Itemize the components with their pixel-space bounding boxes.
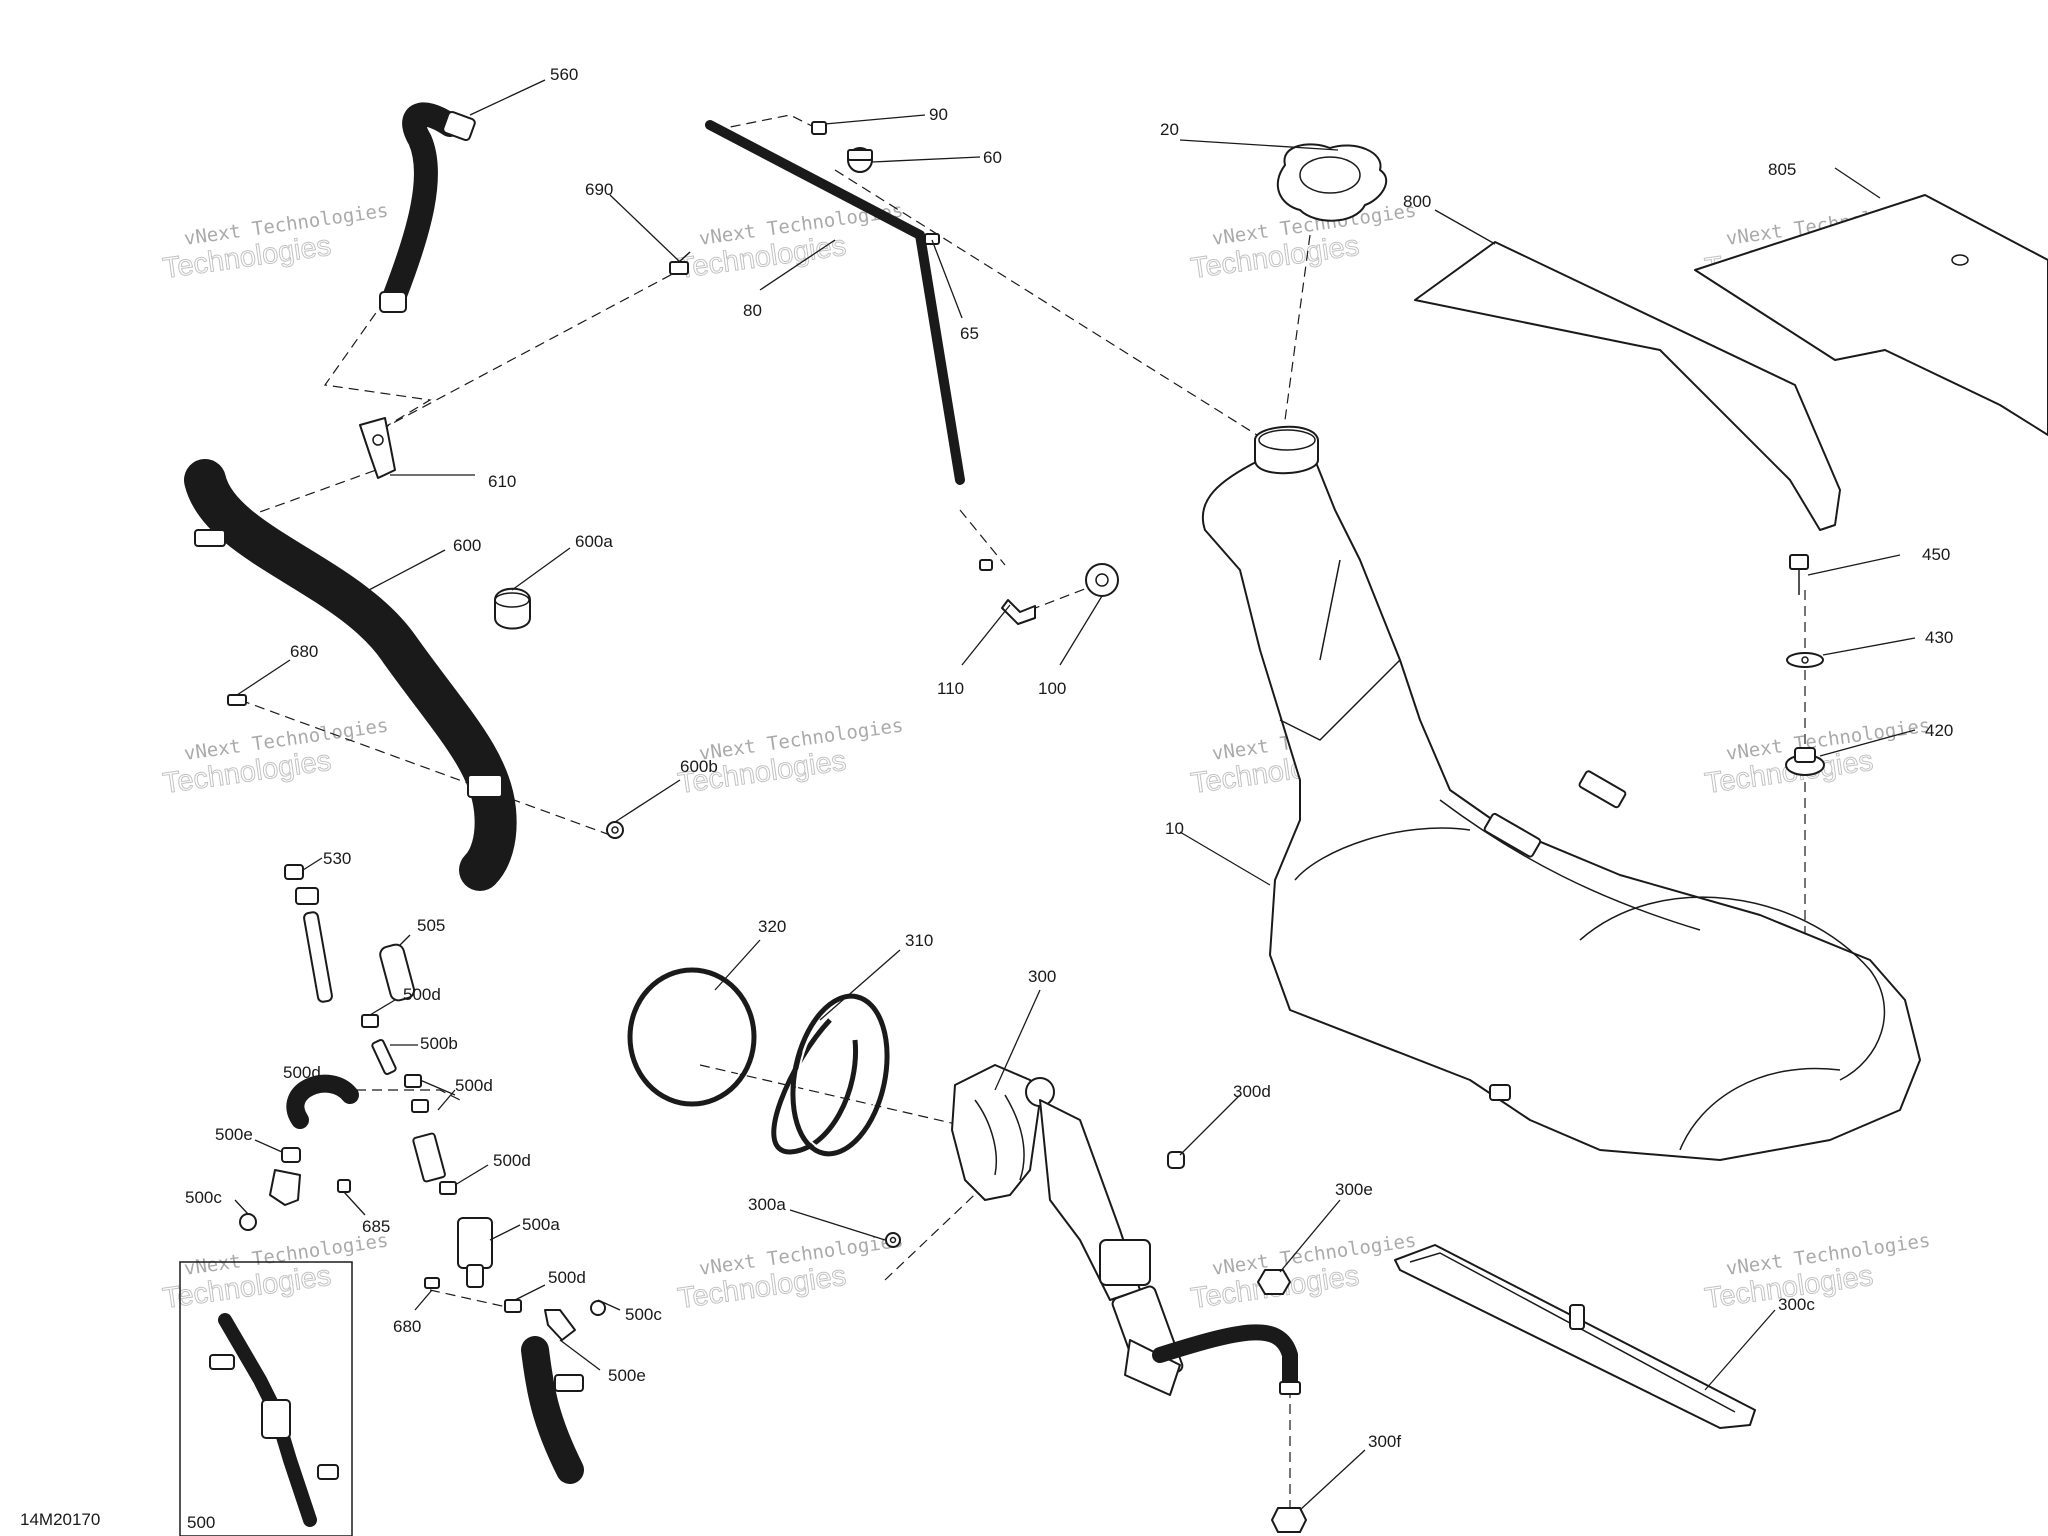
callout-500e-1: 500e (215, 1125, 253, 1144)
callout-500d-4: 500d (283, 1063, 321, 1082)
callout-300: 300 (1028, 967, 1056, 986)
inset-box-500 (179, 1261, 353, 1536)
ring-320 (627, 967, 757, 1107)
watermark: Technologies vNext Technologies (160, 200, 389, 286)
clamp-530 (284, 864, 304, 880)
callout-100: 100 (1038, 679, 1066, 698)
callout-430: 430 (1925, 628, 1953, 647)
washer-300a (885, 1232, 901, 1248)
connector-65 (924, 233, 940, 245)
watermark: Technologies vNext Technologies (160, 1230, 389, 1316)
callout-600a: 600a (575, 532, 613, 551)
valve-60 (847, 147, 873, 173)
nut-300f (1271, 1507, 1307, 1533)
inset-label-500: 500 (187, 1513, 215, 1532)
filler-hose-600 (184, 459, 517, 891)
callout-610: 610 (488, 472, 516, 491)
baffle-300c (1394, 1244, 1756, 1429)
nut-300e (1257, 1269, 1291, 1295)
bolt-450 (1789, 554, 1809, 595)
grommet-100 (1085, 563, 1119, 597)
callout-300a: 300a (748, 1195, 786, 1214)
plug-300d (1167, 1151, 1185, 1169)
callout-labels: 560 90 60 20 805 800 690 80 65 610 600 6… (185, 65, 1953, 1451)
callout-110: 110 (937, 679, 964, 698)
bolt-690 (669, 251, 691, 275)
callout-320: 320 (758, 917, 786, 936)
callout-500d-2: 500d (455, 1076, 493, 1095)
rivet-680-top (227, 694, 247, 706)
callout-500b: 500b (420, 1034, 458, 1053)
callout-500c-1: 500c (185, 1188, 222, 1207)
callout-500d-1: 500d (403, 985, 441, 1004)
callout-60: 60 (983, 148, 1002, 167)
watermark: Technologies vNext Technologies (675, 1230, 904, 1316)
callout-530: 530 (323, 849, 351, 868)
vent-tube-80 (705, 120, 993, 571)
vent-hose-560 (379, 102, 476, 313)
elbow-110 (1001, 599, 1036, 625)
callout-500e-2: 500e (608, 1366, 646, 1385)
callout-685: 685 (362, 1217, 390, 1236)
callout-500d-3: 500d (493, 1151, 531, 1170)
callout-80: 80 (743, 301, 762, 320)
washer-600b (606, 821, 624, 839)
drawing-reference-number: 14M20170 (20, 1510, 100, 1529)
assembly-dashed-lines (209, 114, 1806, 1510)
washer-430 (1786, 652, 1824, 668)
callout-500a: 500a (522, 1215, 560, 1234)
watermark: Technologies vNext Technologies (160, 715, 389, 801)
fuel-tank-10 (1201, 425, 1921, 1161)
callout-300d: 300d (1233, 1082, 1271, 1101)
callout-805: 805 (1768, 160, 1796, 179)
shield-805 (1694, 194, 2048, 436)
callout-505: 505 (417, 916, 445, 935)
clamp-90 (811, 121, 827, 135)
grommet-420 (1785, 747, 1825, 776)
filter-harness-500 (239, 864, 606, 1484)
sleeve-505 (379, 943, 416, 1002)
leader-lines (234, 79, 1916, 1511)
callout-690: 690 (585, 180, 613, 199)
fuel-filter-500a (457, 1217, 493, 1269)
watermark: Technologies vNext Technologies (1702, 1230, 1931, 1316)
callout-500c-2: 500c (625, 1305, 662, 1324)
ring-310 (771, 993, 890, 1157)
callout-500d-5: 500d (548, 1268, 586, 1287)
callout-20: 20 (1160, 120, 1179, 139)
callout-300c: 300c (1778, 1295, 1815, 1314)
fuel-cap-20 (1276, 143, 1388, 222)
callout-450: 450 (1922, 545, 1950, 564)
callout-600: 600 (453, 536, 481, 555)
callout-90: 90 (929, 105, 948, 124)
callout-600b: 600b (680, 757, 718, 776)
callout-560: 560 (550, 65, 578, 84)
callout-420: 420 (1925, 721, 1953, 740)
callout-300e: 300e (1335, 1180, 1373, 1199)
fuel-pump-300 (951, 1064, 1301, 1396)
callout-800: 800 (1403, 192, 1431, 211)
callout-10: 10 (1165, 819, 1184, 838)
callout-300f: 300f (1368, 1432, 1401, 1451)
callout-680-top: 680 (290, 642, 318, 661)
heat-shield-800 (1414, 241, 1841, 531)
callout-680-bottom: 680 (393, 1317, 421, 1336)
callout-310: 310 (905, 931, 933, 950)
band-600a (494, 587, 531, 630)
clip-610 (359, 417, 396, 479)
callout-65: 65 (960, 324, 979, 343)
